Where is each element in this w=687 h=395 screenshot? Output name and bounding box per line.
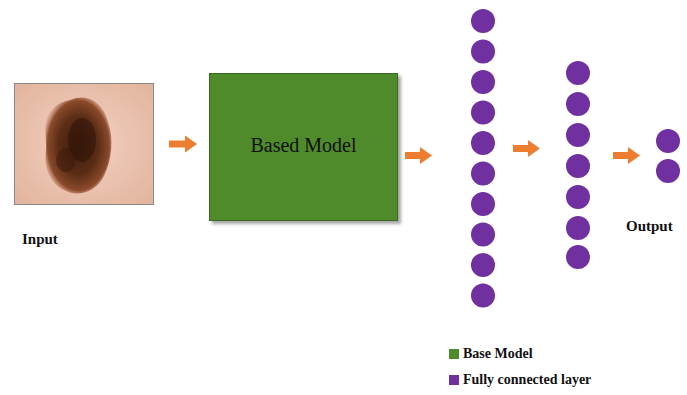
input-image-frame: Input	[14, 83, 154, 205]
flow-arrow	[405, 140, 640, 164]
output-neurons	[656, 129, 680, 183]
legend-entry: Base Model	[449, 346, 533, 362]
legend-swatch	[449, 375, 459, 385]
lesion-image	[14, 83, 154, 205]
legend-swatch	[449, 349, 459, 359]
model-label: Based Model	[240, 134, 366, 157]
output-label: Output	[626, 218, 673, 235]
neuron-column	[566, 61, 590, 269]
input-label: Input	[22, 231, 58, 248]
base-model-box: Based Model	[209, 73, 398, 221]
neuron-column	[471, 9, 495, 308]
legend-entry: Fully connected layer	[449, 372, 591, 388]
legend-label: Fully connected layer	[463, 372, 591, 388]
legend-label: Base Model	[463, 346, 533, 362]
flow-arrow	[169, 136, 197, 153]
